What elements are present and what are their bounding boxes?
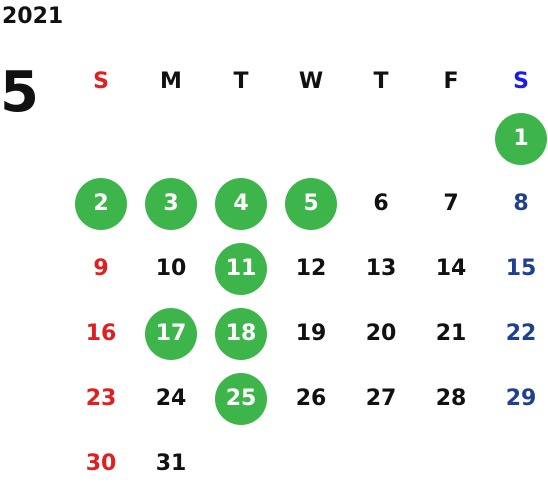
day-cell[interactable]: 11	[206, 236, 276, 301]
day-cell[interactable]: 17	[136, 301, 206, 366]
highlighted-day-number: 5	[285, 177, 337, 230]
day-number: 31	[155, 451, 187, 476]
blank-day-cell	[206, 106, 276, 171]
day-cell[interactable]: 6	[346, 171, 416, 236]
day-number: 20	[365, 321, 397, 346]
day-cell[interactable]: 30	[66, 431, 136, 496]
highlighted-day-number: 4	[215, 177, 267, 230]
day-number: 7	[443, 191, 459, 216]
blank-day-cell	[346, 106, 416, 171]
day-cell[interactable]: 16	[66, 301, 136, 366]
blank-day-cell	[136, 106, 206, 171]
day-number: 30	[85, 451, 117, 476]
day-number: 29	[505, 386, 537, 411]
day-number: 10	[155, 256, 187, 281]
day-cell[interactable]: 28	[416, 366, 486, 431]
day-number: 27	[365, 386, 397, 411]
day-cell[interactable]: 23	[66, 366, 136, 431]
day-number: 19	[295, 321, 327, 346]
highlighted-day-number: 25	[215, 372, 267, 425]
day-cell[interactable]: 24	[136, 366, 206, 431]
weekday-header-mon: M	[160, 68, 182, 94]
day-number: 12	[295, 256, 327, 281]
day-number: 13	[365, 256, 397, 281]
day-cell[interactable]: 26	[276, 366, 346, 431]
day-number: 14	[435, 256, 467, 281]
highlighted-day-number: 11	[215, 242, 267, 295]
day-number: 15	[505, 256, 537, 281]
day-number: 9	[93, 256, 109, 281]
weekday-header-wed: W	[298, 68, 324, 94]
day-cell[interactable]: 9	[66, 236, 136, 301]
day-cell[interactable]: 22	[486, 301, 548, 366]
day-number: 8	[513, 191, 529, 216]
day-number: 26	[295, 386, 327, 411]
blank-day-cell	[276, 106, 346, 171]
day-cell[interactable]: 19	[276, 301, 346, 366]
day-cell[interactable]: 1	[486, 106, 548, 171]
day-cell[interactable]: 8	[486, 171, 548, 236]
weekday-header-thu: T	[373, 68, 389, 94]
day-cell[interactable]: 18	[206, 301, 276, 366]
day-cell[interactable]: 25	[206, 366, 276, 431]
day-cell[interactable]: 20	[346, 301, 416, 366]
weekday-header-tue: T	[233, 68, 249, 94]
blank-day-cell	[416, 106, 486, 171]
highlighted-day-number: 18	[215, 307, 267, 360]
weekday-header-sat: S	[513, 68, 529, 94]
day-cell[interactable]: 13	[346, 236, 416, 301]
day-cell[interactable]: 7	[416, 171, 486, 236]
highlighted-day-number: 3	[145, 177, 197, 230]
blank-day-cell	[66, 106, 136, 171]
day-cell[interactable]: 21	[416, 301, 486, 366]
weekday-header-fri: F	[443, 68, 459, 94]
highlighted-day-number: 2	[75, 177, 127, 230]
highlighted-day-number: 1	[495, 112, 547, 165]
day-number: 21	[435, 321, 467, 346]
day-cell[interactable]: 14	[416, 236, 486, 301]
highlighted-day-number: 17	[145, 307, 197, 360]
day-cell[interactable]: 15	[486, 236, 548, 301]
weekday-header-sun: S	[93, 68, 109, 94]
day-cell[interactable]: 2	[66, 171, 136, 236]
day-cell[interactable]: 4	[206, 171, 276, 236]
day-number: 28	[435, 386, 467, 411]
day-cell[interactable]: 27	[346, 366, 416, 431]
month-label: 5	[0, 60, 39, 125]
year-label: 2021	[2, 4, 64, 29]
day-cell[interactable]: 31	[136, 431, 206, 496]
day-cell[interactable]: 12	[276, 236, 346, 301]
day-cell[interactable]: 29	[486, 366, 548, 431]
day-cell[interactable]: 10	[136, 236, 206, 301]
day-number: 6	[373, 191, 389, 216]
day-number: 16	[85, 321, 117, 346]
day-cell[interactable]: 5	[276, 171, 346, 236]
day-cell[interactable]: 3	[136, 171, 206, 236]
day-number: 22	[505, 321, 537, 346]
day-number: 24	[155, 386, 187, 411]
day-number: 23	[85, 386, 117, 411]
